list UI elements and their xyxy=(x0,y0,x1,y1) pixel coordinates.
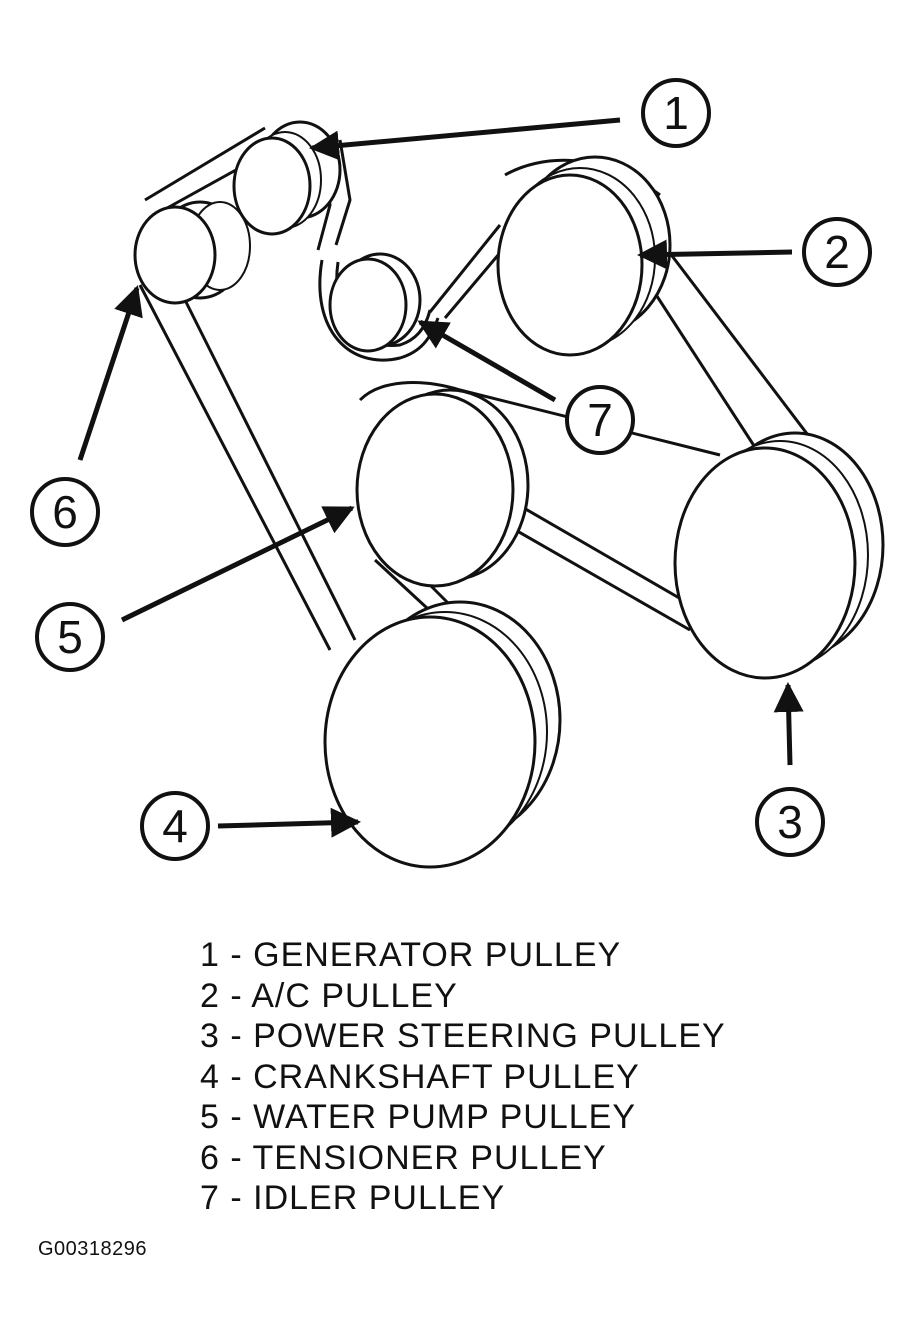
callout-number: 5 xyxy=(57,611,83,663)
tensioner-pulley xyxy=(133,200,251,305)
callout-number: 7 xyxy=(587,394,613,446)
legend-item: 7 - IDLER PULLEY xyxy=(200,1179,506,1217)
callout-1: 1 xyxy=(641,78,711,148)
arrow-2 xyxy=(637,239,793,270)
figure-id: G00318296 xyxy=(38,1238,148,1260)
callout-6: 6 xyxy=(30,477,100,547)
crankshaft-pulley xyxy=(323,600,562,869)
legend-item: 2 - A/C PULLEY xyxy=(200,976,458,1015)
callout-7: 7 xyxy=(565,385,635,455)
ac-pulley xyxy=(496,155,672,357)
callout-5: 5 xyxy=(35,602,105,672)
callout-number: 6 xyxy=(52,486,78,538)
arrow-4 xyxy=(217,807,361,838)
callout-4: 4 xyxy=(140,791,210,861)
legend-item: 5 - WATER PUMP PULLEY xyxy=(200,1098,637,1136)
water-pump-pulley xyxy=(355,388,530,588)
arrow-5 xyxy=(120,505,355,623)
legend-item: 6 - TENSIONER PULLEY xyxy=(200,1138,607,1177)
callout-3: 3 xyxy=(755,787,825,857)
callout-number: 4 xyxy=(162,800,188,852)
callout-number: 2 xyxy=(824,226,850,278)
callout-number: 3 xyxy=(777,796,803,848)
callout-arrows xyxy=(77,117,804,838)
arrow-3 xyxy=(773,682,804,766)
arrow-6 xyxy=(77,285,143,461)
callout-2: 2 xyxy=(802,217,872,287)
arrow-1 xyxy=(309,117,621,161)
parts-legend: 1 - GENERATOR PULLEY 2 - A/C PULLEY 3 - … xyxy=(200,935,726,1219)
arrow-7 xyxy=(417,319,557,403)
belt-routing-diagram: 1 2 3 4 5 6 7 xyxy=(30,78,885,869)
legend-item: 4 - CRANKSHAFT PULLEY xyxy=(200,1057,640,1096)
idler-pulley xyxy=(328,252,422,353)
legend-item: 1 - GENERATOR PULLEY xyxy=(200,936,622,974)
legend-item: 3 - POWER STEERING PULLEY xyxy=(200,1017,726,1055)
power-steering-pulley xyxy=(673,431,885,680)
callout-number: 1 xyxy=(663,87,689,139)
